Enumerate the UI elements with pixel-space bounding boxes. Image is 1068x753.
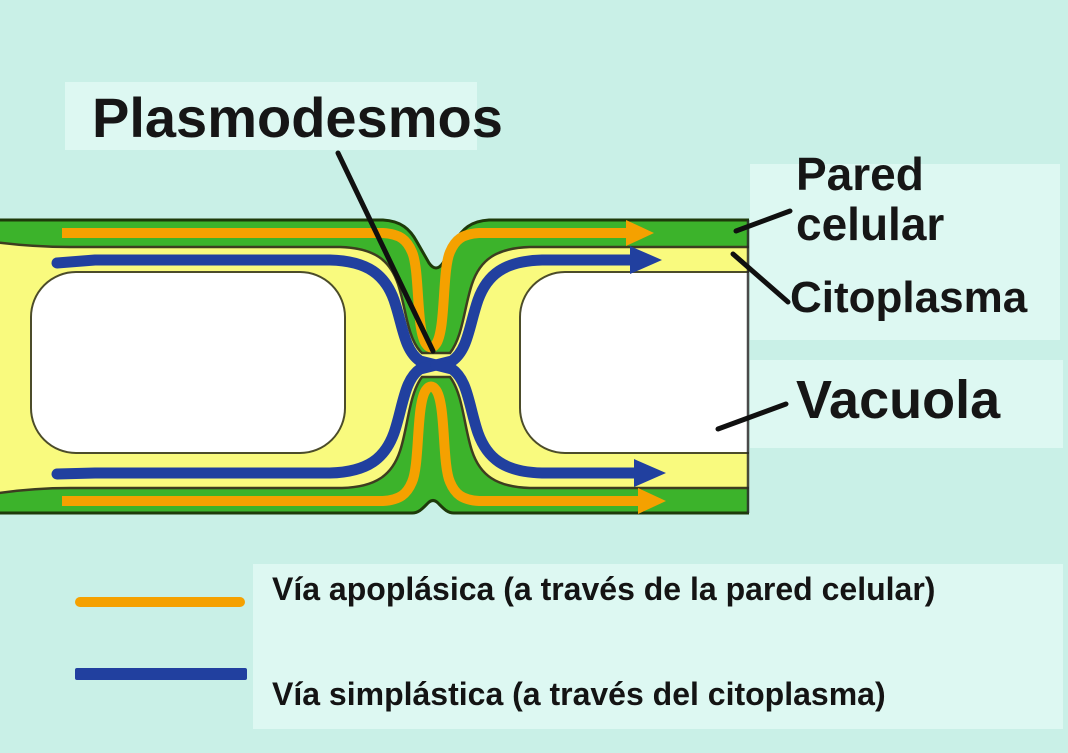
legend-swatch-symplast xyxy=(75,668,247,680)
symplast-path-upper-right xyxy=(430,254,640,371)
symplast-path-upper-left xyxy=(51,254,442,371)
legend-label-apoplast: Vía apoplásica (a través de la pared cel… xyxy=(272,571,936,607)
leader-pared-celular xyxy=(733,208,793,234)
apoplast-path-bottom xyxy=(62,381,640,506)
label-citoplasma: Citoplasma xyxy=(790,273,1028,322)
apoplast-arrowhead-top xyxy=(626,220,654,246)
symplast-arrowhead-top xyxy=(630,246,662,274)
leader-plasmodesmos xyxy=(335,150,436,354)
legend-label-symplast: Vía simplástica (a través del citoplasma… xyxy=(272,676,886,712)
legend-swatch-apoplast xyxy=(75,597,245,607)
leader-citoplasma xyxy=(730,251,791,305)
symplast-path-lower-left xyxy=(51,359,442,480)
symplast-path-lower-right xyxy=(430,359,644,479)
leader-vacuola xyxy=(715,401,789,432)
vacuole-right xyxy=(519,271,749,454)
symplast-arrowhead-bottom xyxy=(634,459,666,487)
label-backdrop-vacuola xyxy=(750,360,1063,448)
label-plasmodesmos: Plasmodesmos xyxy=(92,86,503,149)
apoplast-arrowhead-bottom xyxy=(638,488,666,514)
label-backdrop-pared-citoplasma xyxy=(750,164,1060,340)
label-pared-celular: Pared celular xyxy=(796,148,945,250)
label-backdrop-legend xyxy=(253,564,1063,729)
label-vacuola: Vacuola xyxy=(796,370,1001,430)
label-backdrop-plasmodesmos xyxy=(65,82,477,150)
vacuole-left xyxy=(30,271,346,454)
